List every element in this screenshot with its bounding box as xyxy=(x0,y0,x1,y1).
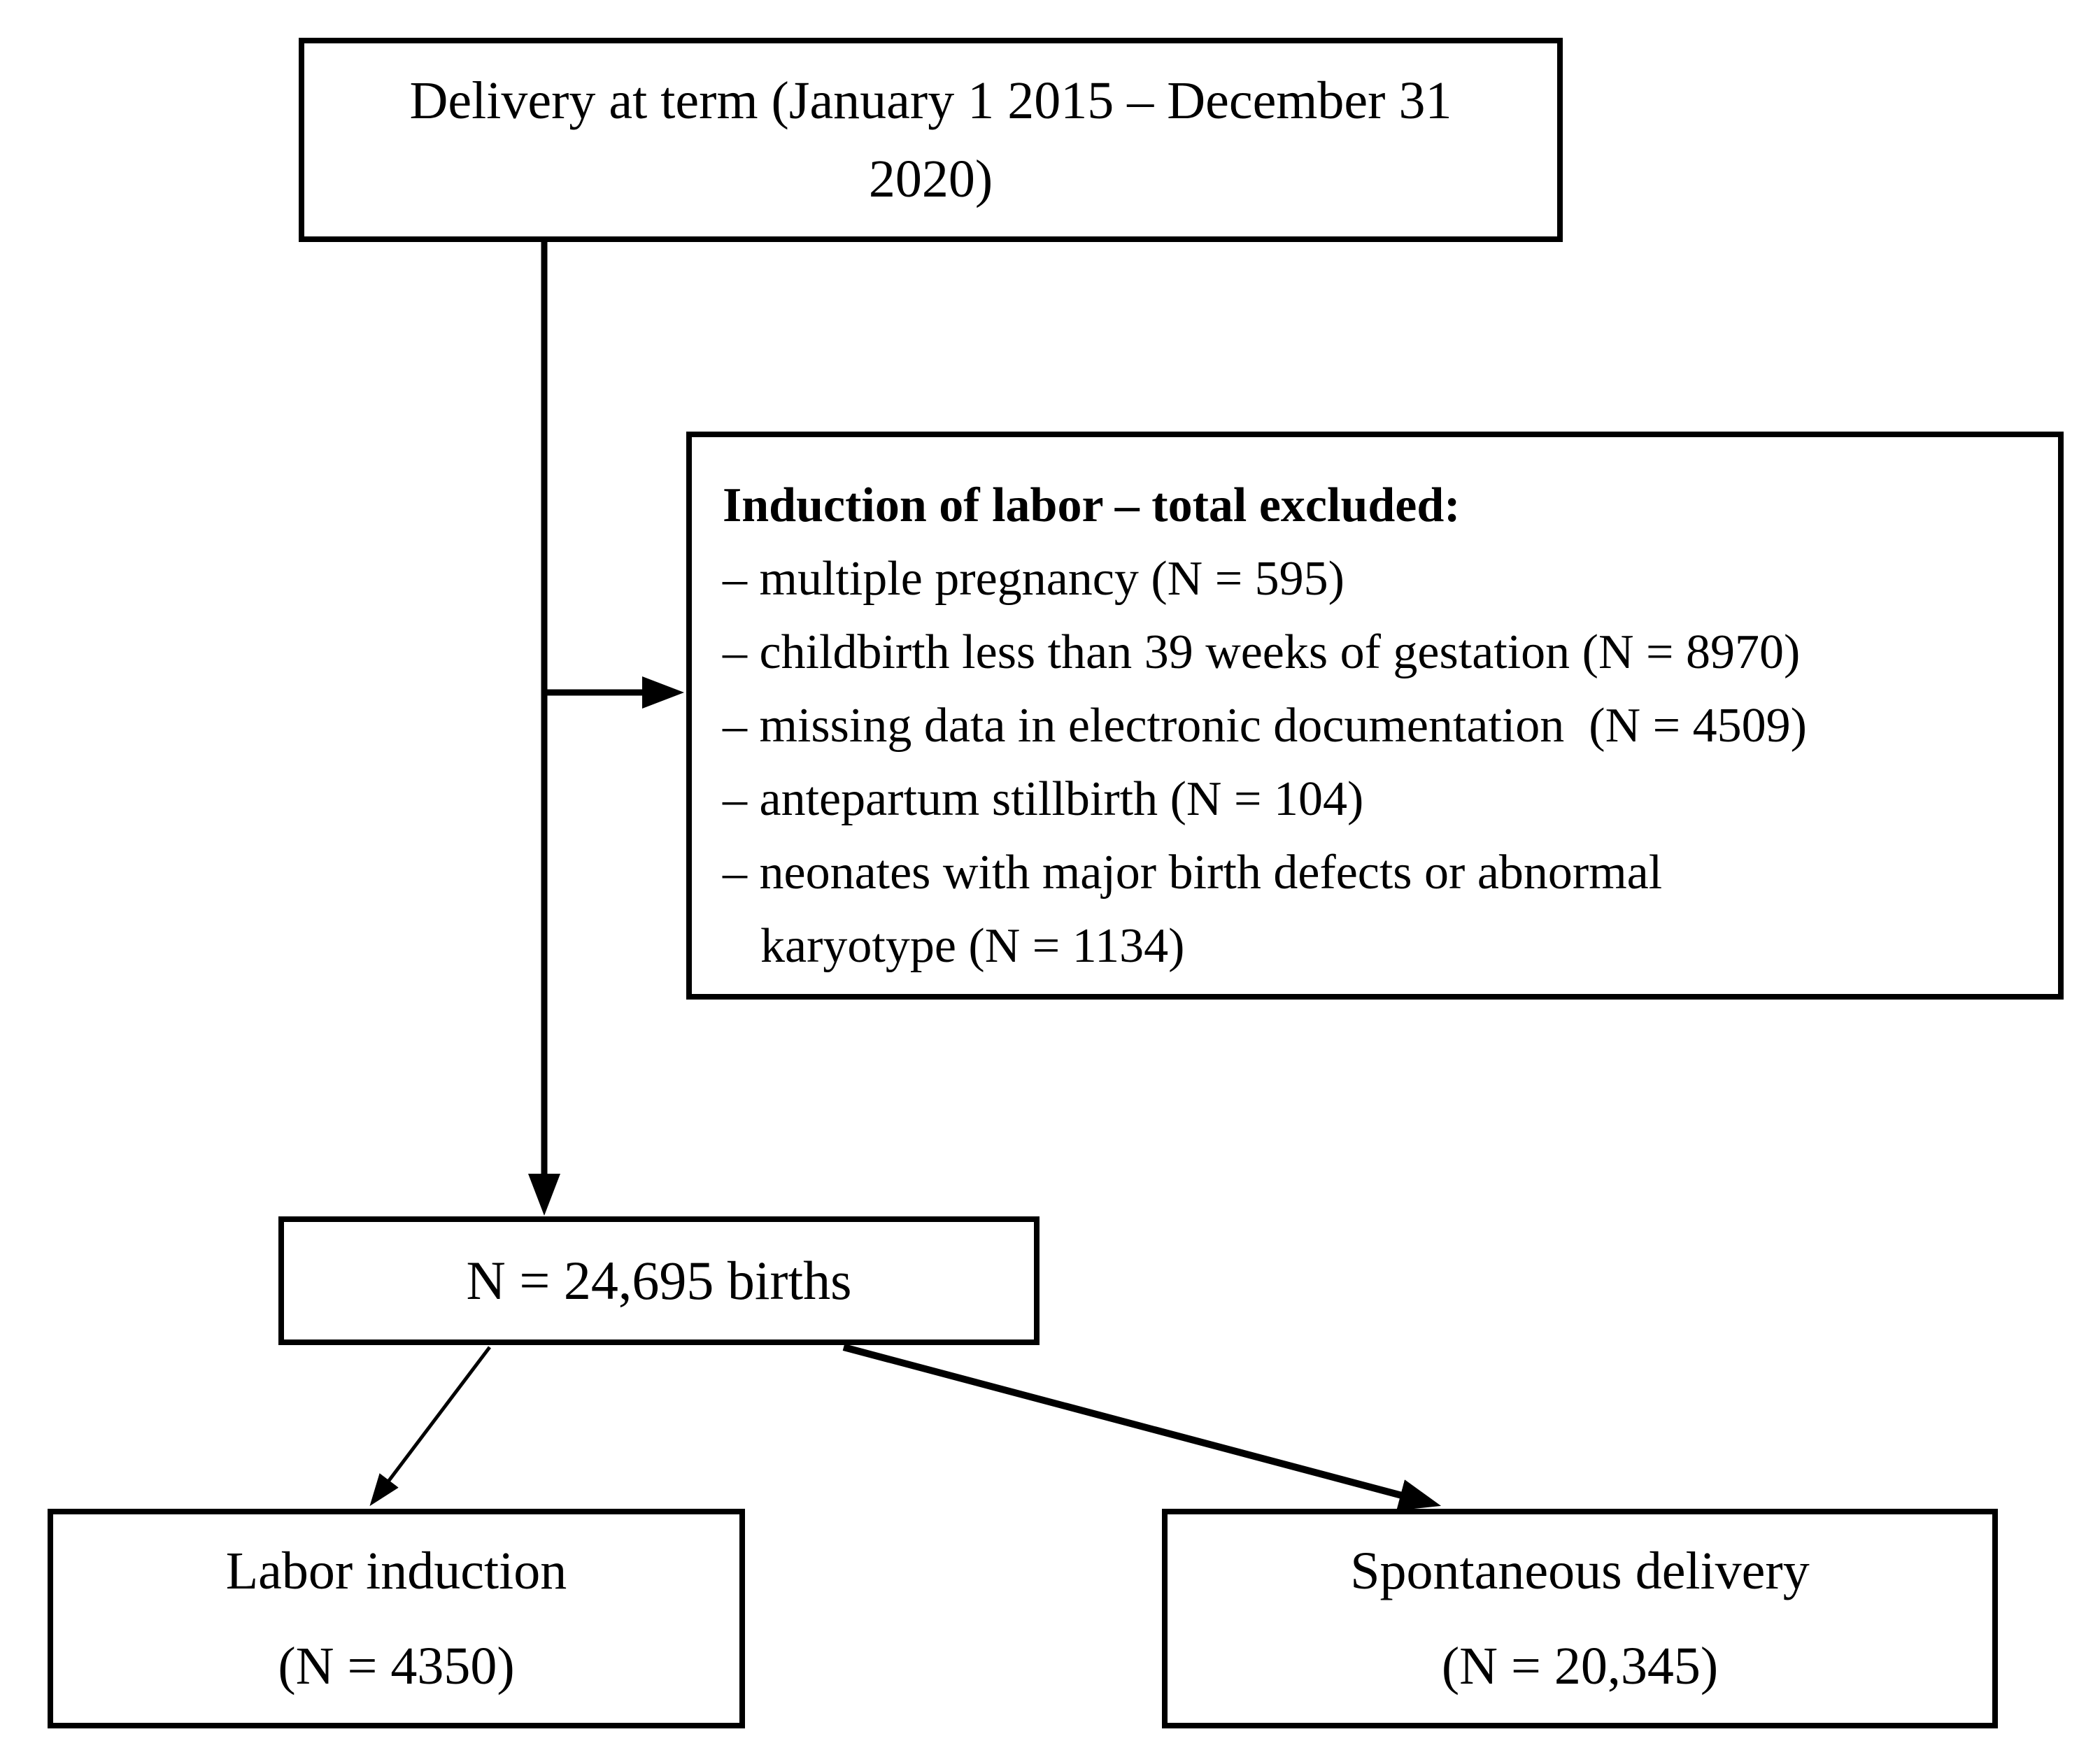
excluded-title: Induction of labor – total excluded: xyxy=(723,478,1461,532)
excluded-item-antepartum-stillbirth: – antepartum stillbirth (N = 104) xyxy=(723,772,1364,826)
excluded-item-multiple-pregnancy: – multiple pregnancy (N = 595) xyxy=(723,552,1345,606)
total-births-box: N = 24,695 births xyxy=(278,1216,1040,1345)
connector-total-to-spontaneous-arrow xyxy=(842,1344,1442,1511)
excluded-box: Induction of labor – total excluded: – m… xyxy=(686,432,2064,1000)
total-births-label: N = 24,695 births xyxy=(466,1250,852,1311)
excluded-item-major-birth-defects: – neonates with major birth defects or a… xyxy=(723,846,1675,973)
labor-induction-box: Labor induction (N = 4350) xyxy=(48,1509,745,1728)
connector-total-to-labor-induction-arrow xyxy=(369,1346,491,1507)
labor-induction-n: (N = 4350) xyxy=(278,1637,515,1696)
spontaneous-delivery-box: Spontaneous delivery (N = 20,345) xyxy=(1162,1509,1998,1728)
spontaneous-delivery-n: (N = 20,345) xyxy=(1441,1637,1719,1696)
spontaneous-delivery-label: Spontaneous delivery xyxy=(1350,1542,1810,1600)
labor-induction-label: Labor induction xyxy=(225,1542,567,1600)
excluded-item-childbirth-under-39-weeks: – childbirth less than 39 weeks of gesta… xyxy=(723,625,1801,679)
delivery-at-term-label: Delivery at term (January 1 2015 – Decem… xyxy=(409,71,1452,208)
excluded-item-missing-data: – missing data in electronic documentati… xyxy=(723,699,1807,753)
delivery-at-term-box: Delivery at term (January 1 2015 – Decem… xyxy=(299,38,1563,242)
